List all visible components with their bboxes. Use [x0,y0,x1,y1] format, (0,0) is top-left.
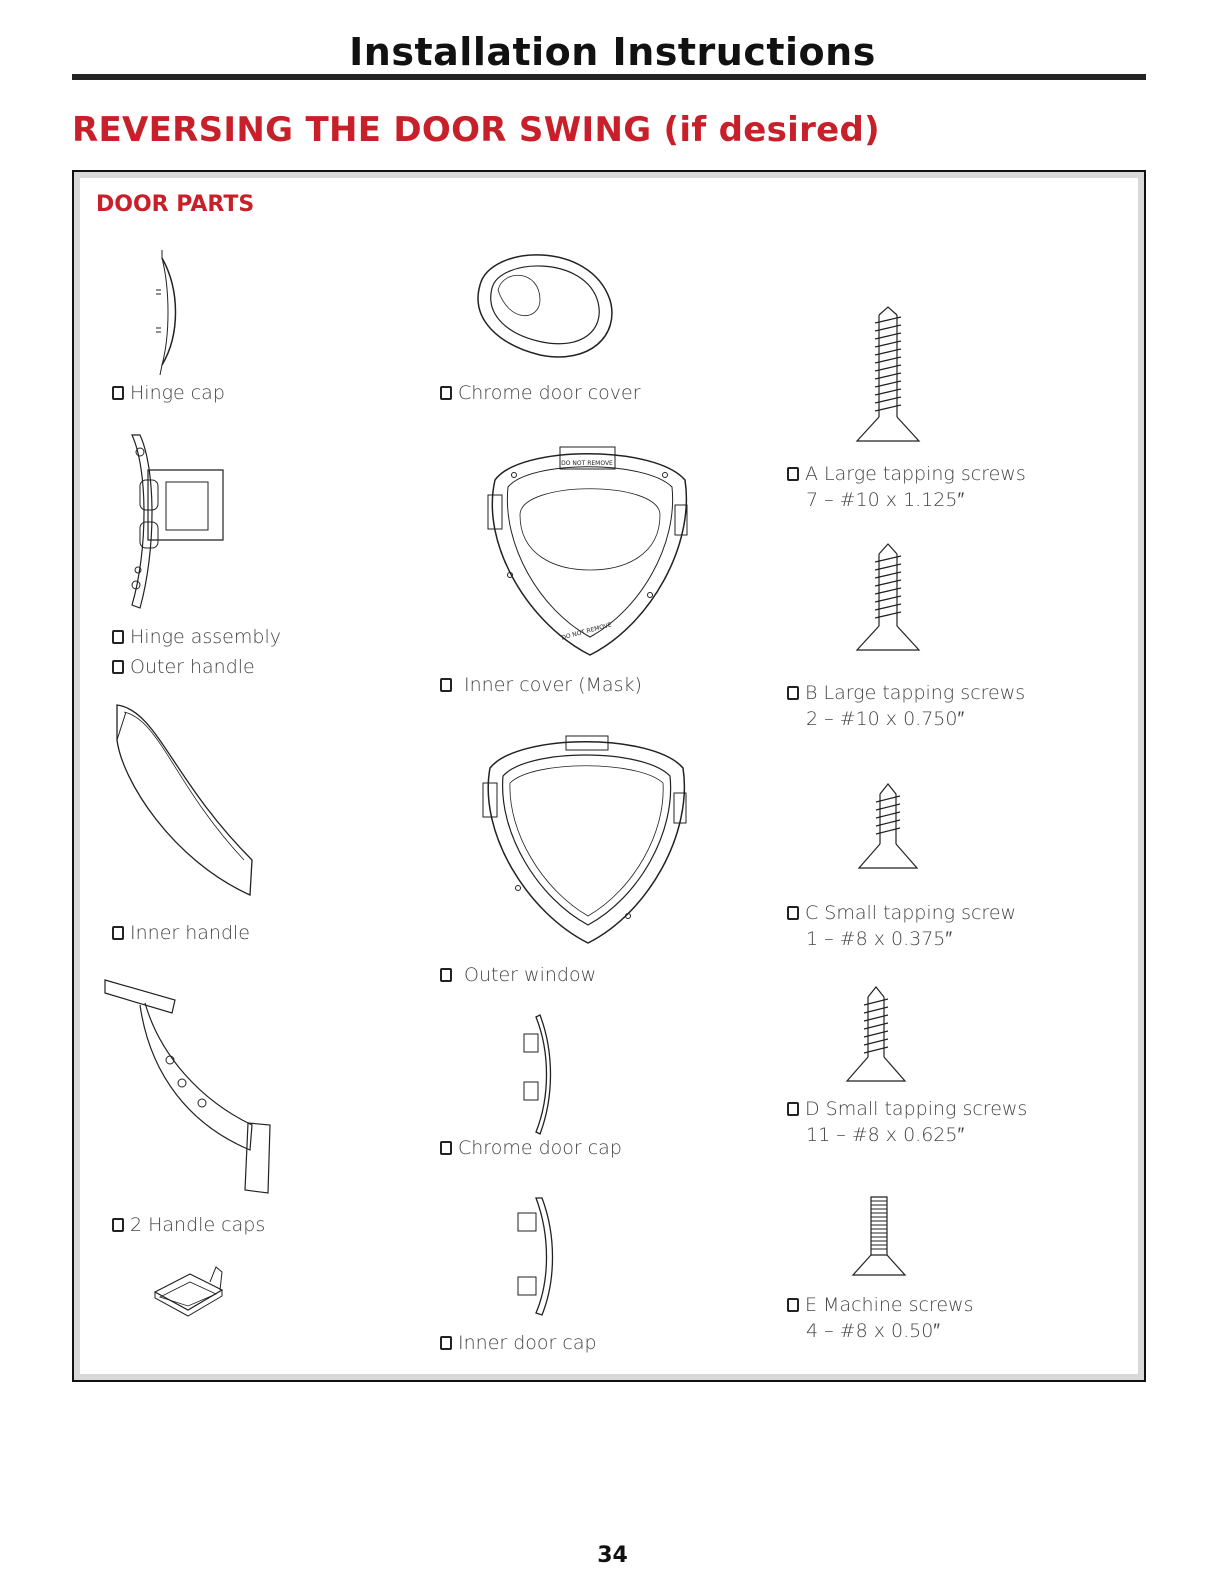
inner-cover-mask-drawing: DO NOT REMOVE DO NOT REMOVE [480,435,695,660]
part-label-chrome-door-cap: Chrome door cap [440,1135,622,1161]
checkbox-icon[interactable] [787,467,799,481]
checkbox-icon[interactable] [112,630,124,644]
screw-c-drawing [853,782,923,872]
checkbox-icon[interactable] [440,1141,452,1155]
part-label-screw-e: E Machine screws [787,1292,974,1318]
chrome-door-cover-drawing [470,240,620,370]
checkbox-icon[interactable] [112,386,124,400]
part-label-hinge-cap: Hinge cap [112,380,225,406]
part-label-handle-caps: 2 Handle caps [112,1212,265,1238]
part-label-hinge-assembly: Hinge assembly [112,624,281,650]
door-parts-heading: DOOR PARTS [96,192,255,217]
mask-warning-text-bottom: DO NOT REMOVE [561,621,613,641]
page-header-title: Installation Instructions [349,30,876,74]
hinge-assembly-drawing [118,430,238,610]
screw-d-spec: 11 – #8 x 0.625″ [806,1124,965,1146]
screw-a-drawing [853,305,923,445]
outer-handle-drawing [112,700,257,900]
checkbox-icon[interactable] [112,1218,124,1232]
screw-c-spec: 1 – #8 x 0.375″ [806,928,953,950]
chrome-door-cap-drawing [510,1012,560,1137]
part-label-screw-c: C Small tapping screw [787,900,1016,926]
screw-e-drawing [849,1195,909,1280]
inner-handle-drawing [100,975,275,1195]
handle-caps-drawing [150,1262,230,1322]
screw-a-spec: 7 – #10 x 1.125″ [806,489,965,511]
hinge-cap-drawing [156,250,200,375]
checkbox-icon[interactable] [440,1336,452,1350]
screw-e-spec: 4 – #8 x 0.50″ [806,1320,941,1342]
part-label-inner-door-cap: Inner door cap [440,1330,597,1356]
header-rule [72,74,1146,80]
part-label-screw-b: B Large tapping screws [787,680,1025,706]
checkbox-icon[interactable] [440,968,452,982]
screw-d-drawing [841,985,911,1085]
checkbox-icon[interactable] [787,1102,799,1116]
part-label-screw-a: A Large tapping screws [787,461,1026,487]
part-label-screw-d: D Small tapping screws [787,1096,1027,1122]
inner-door-cap-drawing [510,1195,560,1320]
checkbox-icon[interactable] [440,386,452,400]
part-label-outer-handle: Outer handle [112,654,255,680]
mask-warning-text-top: DO NOT REMOVE [561,460,613,467]
checkbox-icon[interactable] [787,906,799,920]
checkbox-icon[interactable] [440,678,452,692]
section-title: REVERSING THE DOOR SWING (if desired) [72,110,880,150]
part-label-chrome-door-cover: Chrome door cover [440,380,641,406]
page-number: 34 [597,1543,628,1568]
part-label-inner-handle: Inner handle [112,920,250,946]
checkbox-icon[interactable] [112,660,124,674]
screw-b-spec: 2 – #10 x 0.750″ [806,708,965,730]
part-label-outer-window: Outer window [440,962,596,988]
screw-b-drawing [853,542,923,654]
checkbox-icon[interactable] [112,926,124,940]
checkbox-icon[interactable] [787,1298,799,1312]
outer-window-drawing [478,728,693,948]
checkbox-icon[interactable] [787,686,799,700]
part-label-inner-cover: Inner cover (Mask) [440,672,642,698]
door-parts-box [72,170,1146,1382]
